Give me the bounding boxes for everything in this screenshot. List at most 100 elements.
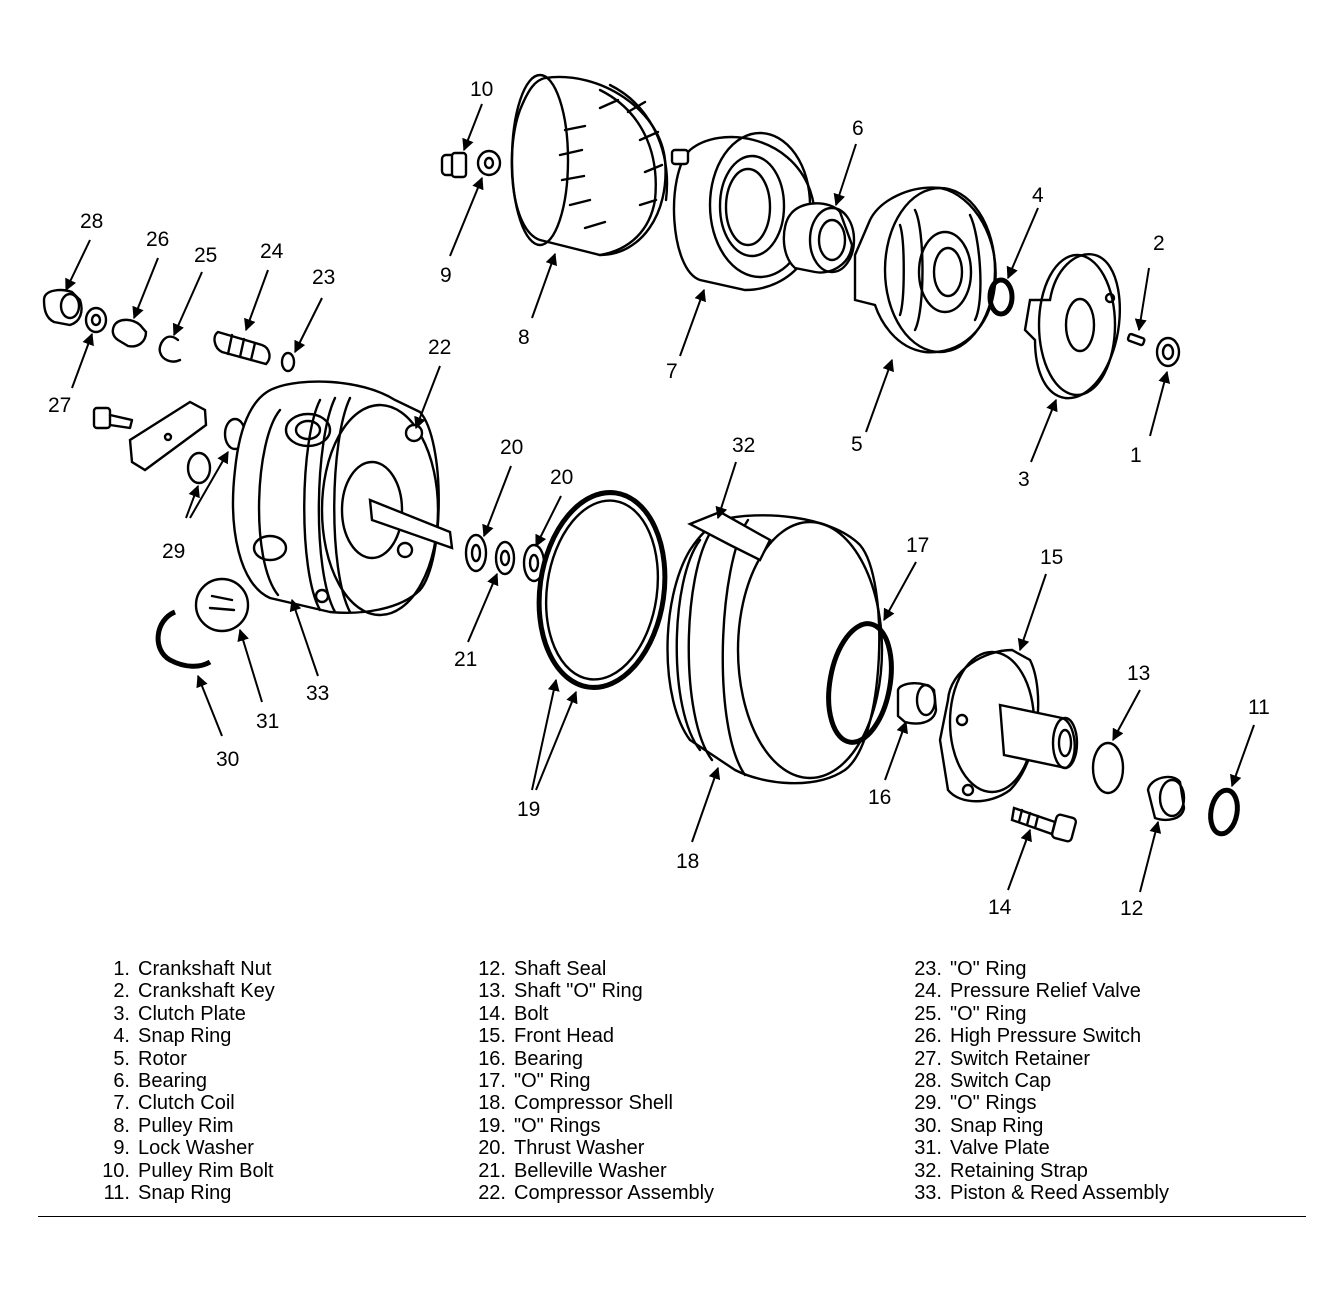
legend-item-name: Belleville Washer <box>514 1159 667 1182</box>
legend-item-number: 33. <box>914 1182 942 1205</box>
legend-item: 25."O" Ring <box>912 1003 1169 1025</box>
part-bolt-14 <box>1010 806 1078 843</box>
legend-item: 29. "O" Rings <box>912 1092 1169 1114</box>
legend-item-number: 1. <box>113 958 130 980</box>
legend-item: 26.High Pressure Switch <box>912 1025 1169 1047</box>
legend-item: 28.Switch Cap <box>912 1070 1169 1092</box>
legend-item-name: Front Head <box>514 1025 615 1048</box>
part-rotor <box>853 186 997 354</box>
part-bearing-6 <box>782 202 856 274</box>
callout-29: 29 <box>162 540 185 563</box>
legend-item-name: Crankshaft Key <box>138 980 275 1003</box>
callout-21: 21 <box>454 648 477 671</box>
part-lock-washer <box>476 149 502 177</box>
part-o-rings-19 <box>536 490 668 690</box>
legend-item: 6. Bearing <box>100 1070 275 1092</box>
legend-item: 2.Crankshaft Key <box>100 980 275 1003</box>
legend-item: 4. Snap Ring <box>100 1025 275 1047</box>
legend-item-number: 30. <box>914 1114 942 1137</box>
part-pulley-rim-bolt <box>440 151 468 179</box>
legend-item-number: 27. <box>914 1047 942 1070</box>
legend-item-number: 18. <box>478 1092 506 1115</box>
legend-item-number: 11. <box>103 1182 130 1205</box>
part-belleville-washer <box>494 540 516 576</box>
legend-item-number: 4. <box>113 1025 130 1048</box>
legend-item: 18. Compressor Shell <box>476 1092 714 1114</box>
legend-item: 11. Snap Ring <box>100 1182 275 1204</box>
legend-item-name: Crankshaft Nut <box>138 958 272 980</box>
legend-item: 20.Thrust Washer <box>476 1137 714 1159</box>
legend-item-name: Valve Plate <box>950 1137 1050 1160</box>
part-thrust-washer-a <box>464 533 488 573</box>
part-snap-ring-30 <box>155 609 212 669</box>
legend-item-name: Snap Ring <box>138 1182 232 1205</box>
legend-item-name: "O" Ring <box>514 1070 591 1093</box>
callout-lines <box>65 103 1255 893</box>
part-compressor-assembly <box>231 380 454 617</box>
part-shaft-seal <box>1146 775 1186 822</box>
legend-item: 8.Pulley Rim <box>100 1115 275 1137</box>
legend-item: 14.Bolt <box>476 1003 714 1025</box>
legend-item: 10.Pulley Rim Bolt <box>100 1160 275 1182</box>
legend-item: 27.Switch Retainer <box>912 1048 1169 1070</box>
legend-item: 7.Clutch Coil <box>100 1092 275 1114</box>
part-pulley-rim <box>510 73 669 257</box>
part-pressure-relief-valve <box>213 330 271 366</box>
legend-item-number: 29. <box>914 1092 942 1115</box>
exploded-view-diagram: 1 2 3 4 5 6 7 8 9 10 11 12 13 14 15 16 1… <box>42 73 1270 920</box>
legend-item-name: Retaining Strap <box>950 1159 1088 1182</box>
legend-column-1: 1. Crankshaft Nut 2.Crankshaft Key 3.Clut… <box>100 958 275 1204</box>
legend-item: 3.Clutch Plate <box>100 1003 275 1025</box>
legend-item-name: Compressor Shell <box>514 1092 673 1115</box>
legend-item-number: 8. <box>113 1114 130 1137</box>
part-bracket-plate <box>128 400 208 472</box>
legend-item-name: Compressor Assembly <box>514 1182 715 1205</box>
legend-item-name: Shaft Seal <box>514 958 607 980</box>
legend-item: 19."O" Rings <box>476 1115 714 1137</box>
legend-item: 22.Compressor Assembly <box>476 1182 714 1204</box>
legend-item: 30. Snap Ring <box>912 1115 1169 1137</box>
legend-item-number: 23. <box>914 958 942 980</box>
legend-item-number: 24. <box>914 980 942 1003</box>
callout-26: 26 <box>146 228 169 251</box>
legend-item-number: 32. <box>914 1159 942 1182</box>
legend-item: 12. Shaft Seal <box>476 958 714 980</box>
callout-32: 32 <box>732 434 755 457</box>
legend-item: 31.Valve Plate <box>912 1137 1169 1159</box>
bottom-divider <box>38 1216 1306 1217</box>
exploded-view-svg: 1 2 3 4 5 6 7 8 9 10 11 12 13 14 15 16 1… <box>42 73 1270 920</box>
legend-item: 16.Bearing <box>476 1048 714 1070</box>
legend-item: 1. Crankshaft Nut <box>100 958 275 980</box>
legend-item-name: Clutch Coil <box>138 1092 235 1115</box>
legend-item: 32. Retaining Strap <box>912 1160 1169 1182</box>
callout-33: 33 <box>306 682 329 705</box>
part-crankshaft-nut <box>1155 336 1181 368</box>
callout-11: 11 <box>1248 696 1270 719</box>
legend-column-3: 23."O" Ring 24.Pressure Relief Valve 25.… <box>912 958 1169 1204</box>
callout-9: 9 <box>440 264 452 287</box>
legend-item-name: Pulley Rim Bolt <box>138 1159 274 1182</box>
callout-18: 18 <box>676 850 699 873</box>
legend-item-number: 20. <box>478 1137 506 1160</box>
callout-16: 16 <box>868 786 891 809</box>
legend-item-name: Piston & Reed Assembly <box>950 1182 1169 1205</box>
legend-item-name: Switch Cap <box>950 1070 1052 1093</box>
legend-item-name: Snap Ring <box>950 1114 1044 1137</box>
callout-7: 7 <box>666 360 678 383</box>
part-switch-retainer <box>84 306 108 334</box>
callout-19: 19 <box>517 798 540 821</box>
legend-item-number: 16. <box>478 1047 506 1070</box>
legend-item-number: 25. <box>914 1002 942 1025</box>
legend-item-number: 13. <box>478 980 506 1003</box>
callout-15: 15 <box>1040 546 1063 569</box>
legend-item-name: "O" Rings <box>950 1092 1037 1115</box>
part-bolt-left <box>92 406 134 430</box>
legend-item-name: Snap Ring <box>138 1025 232 1048</box>
legend-item: 5.Rotor <box>100 1048 275 1070</box>
legend-item-number: 6. <box>113 1070 130 1093</box>
legend-item-name: Pressure Relief Valve <box>950 980 1141 1003</box>
legend-item-name: Bearing <box>138 1070 207 1093</box>
callout-20a: 20 <box>500 436 523 459</box>
legend-item-number: 12. <box>478 958 506 980</box>
legend-item: 15.Front Head <box>476 1025 714 1047</box>
